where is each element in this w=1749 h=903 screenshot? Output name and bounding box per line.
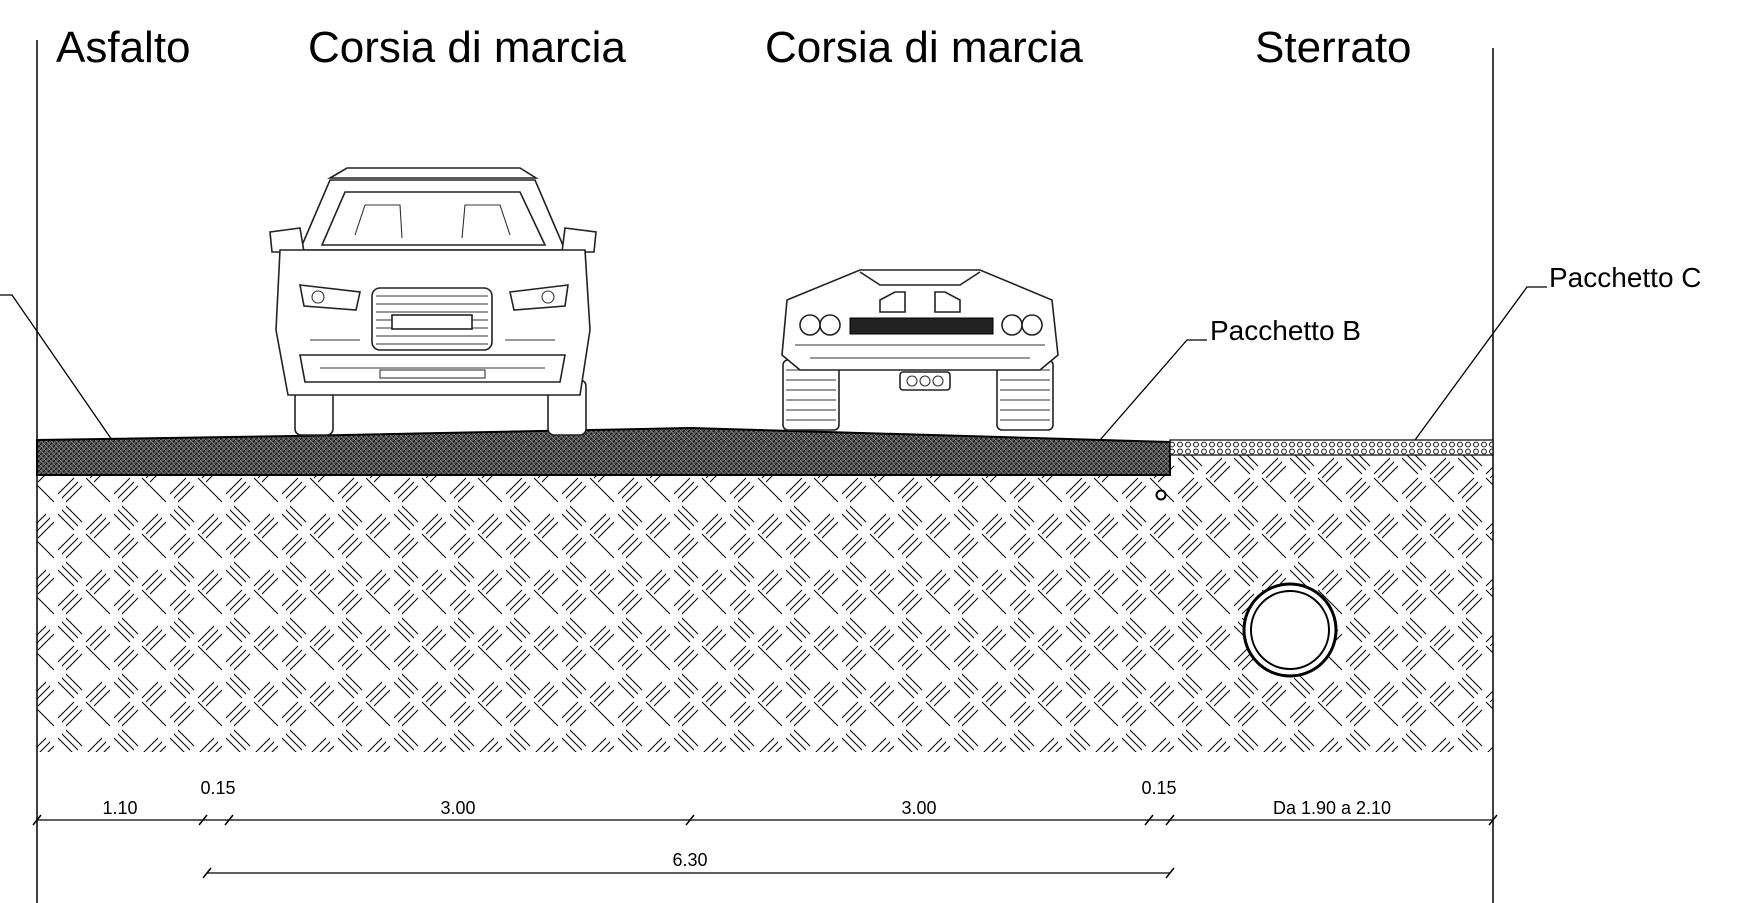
header-asfalto: Asfalto bbox=[56, 23, 191, 72]
pacchetto-c-leader bbox=[1414, 286, 1547, 441]
pacchetto-b-label: Pacchetto B bbox=[1210, 315, 1361, 346]
dimension-line-total bbox=[202, 867, 1175, 879]
dimension-line-main bbox=[32, 814, 1498, 826]
asphalt-layer bbox=[36, 426, 1171, 476]
soil-layer bbox=[37, 447, 1493, 752]
sports-car-rear-view bbox=[781, 269, 1059, 431]
dim-3-00-left: 3.00 bbox=[440, 798, 475, 818]
dim-sterrato-width: Da 1.90 a 2.10 bbox=[1273, 798, 1391, 818]
header-sterrato: Sterrato bbox=[1255, 23, 1412, 72]
dim-1-10: 1.10 bbox=[102, 798, 137, 818]
suv-front-view bbox=[269, 167, 597, 436]
gravel-layer bbox=[1169, 439, 1494, 456]
pacchetto-c-label: Pacchetto C bbox=[1549, 262, 1702, 293]
left-callout-leader bbox=[0, 294, 113, 441]
dim-3-00-right: 3.00 bbox=[901, 798, 936, 818]
dim-0-15-right: 0.15 bbox=[1141, 778, 1176, 798]
header-corsia-1: Corsia di marcia bbox=[308, 23, 626, 72]
pipe bbox=[1242, 582, 1338, 678]
dim-total-6-30: 6.30 bbox=[672, 850, 707, 870]
pacchetto-b-leader bbox=[1099, 339, 1207, 441]
header-corsia-2: Corsia di marcia bbox=[765, 23, 1083, 72]
dim-0-15-left: 0.15 bbox=[200, 778, 235, 798]
drain-marker bbox=[1155, 489, 1167, 501]
